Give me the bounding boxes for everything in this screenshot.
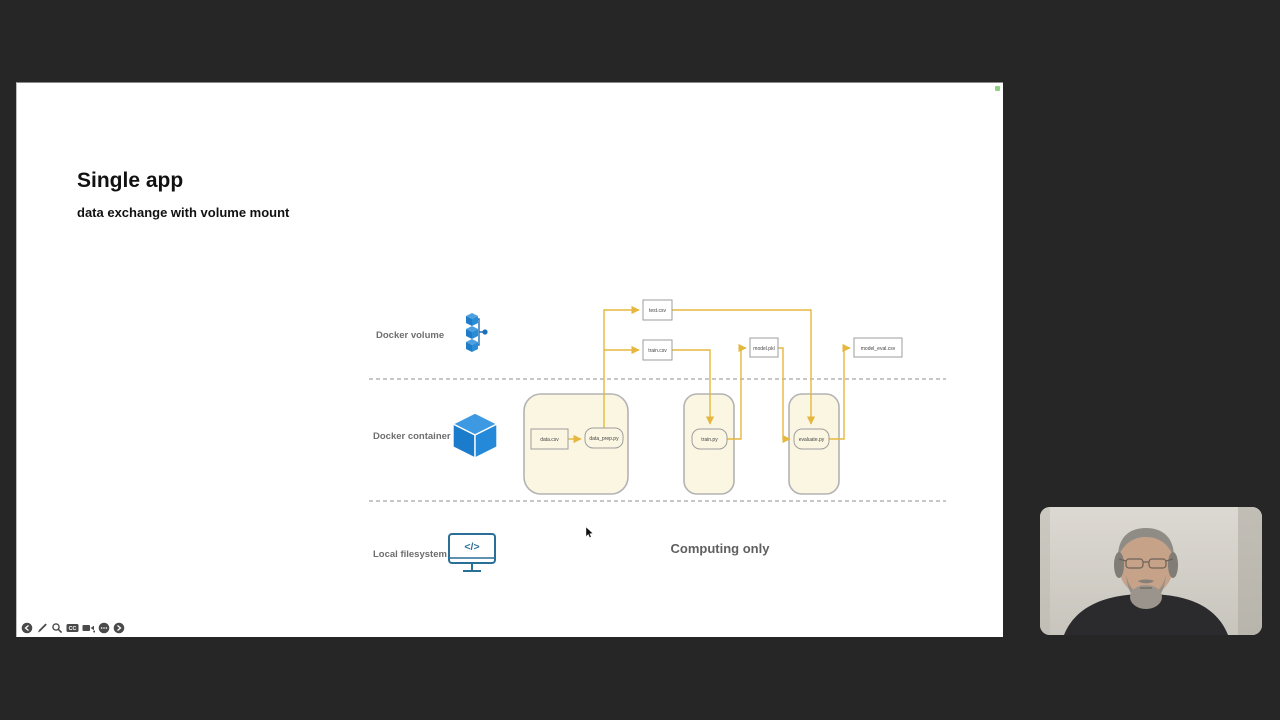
file-box-test-csv [642,299,673,321]
file-label-model-eval-csv: model_eval.csv [861,346,896,352]
mouse-cursor [585,526,594,538]
file-label-train-csv: train.csv [648,348,667,354]
arrow-modelpkl-to-evaluate [778,347,791,444]
file-label-model-pkl: model.pkl [753,346,774,352]
slide-corner-indicator [995,86,1000,91]
glasses [1118,558,1174,569]
camera-icon[interactable] [82,622,95,634]
pipeline-diagram: Docker volume Docker container Local fil… [369,299,946,572]
svg-text:CC: CC [69,626,77,632]
computing-only-note: Computing only [671,541,771,556]
file-box-data-csv [530,428,569,450]
docker-volume-icon [466,313,488,352]
slide-toolbar: CC [21,622,125,634]
file-box-train-csv [642,339,673,361]
pen-icon[interactable] [36,622,48,634]
docker-container-icon [451,412,499,460]
forward-icon[interactable] [113,622,125,634]
file-label-data-csv: data.csv [540,437,559,443]
file-label-test-csv: test.csv [649,308,666,314]
presentation-slide: Single app data exchange with volume mou… [16,82,1003,637]
script-label-train-py: train.py [701,437,718,443]
presenter-video [1040,507,1262,635]
closed-captions-icon[interactable]: CC [66,622,79,634]
script-label-evaluate-py: evaluate.py [799,437,825,443]
file-box-model-eval-csv [853,337,903,358]
script-label-data-prep: data_prep.py [589,436,619,442]
more-icon[interactable] [98,622,110,634]
row-label-local-filesystem: Local filesystem [373,549,447,560]
arrow-traincsv-to-trainpy [672,349,715,425]
webcam-thumbnail[interactable] [1040,507,1262,635]
row-label-docker-volume: Docker volume [376,330,444,341]
container-prep [523,393,629,495]
arrow-evaluate-to-modeleval [828,343,851,440]
back-icon[interactable] [21,622,33,634]
arrow-trainpy-to-modelpkl [727,343,747,440]
code-glyph: </> [464,541,479,553]
arrow-prep-to-testcsv [603,305,640,428]
file-box-model-pkl [749,337,779,358]
local-filesystem-icon: </> [448,533,496,572]
script-box-evaluate-py [793,428,830,450]
row-label-docker-container: Docker container [373,431,451,442]
slide-subtitle: data exchange with volume mount [77,205,290,220]
script-box-train-py [691,428,728,450]
magnifier-icon[interactable] [51,622,63,634]
slide-title: Single app [77,169,184,192]
arrow-testcsv-to-evaluate [672,309,816,425]
script-box-data-prep [584,427,624,449]
